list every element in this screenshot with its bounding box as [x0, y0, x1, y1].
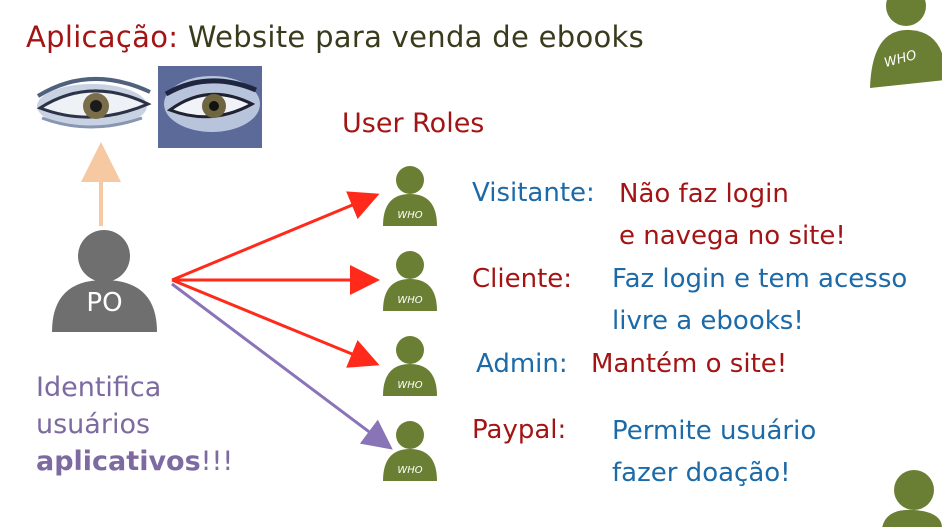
role-desc-admin-1: Mantém o site! — [591, 349, 788, 379]
arrow-to-admin — [171, 278, 380, 368]
po-person-icon: PO — [52, 230, 157, 332]
role-label-admin: Admin: — [476, 349, 568, 379]
eyes-image — [30, 66, 262, 148]
who-person-icon: WHO — [383, 251, 437, 311]
role-desc-visitante-2: e navega no site! — [619, 221, 846, 251]
role-desc-cliente-1: Faz login e tem acesso — [612, 264, 908, 294]
arrow-to-visitante — [171, 191, 380, 282]
who-person-icon: WHO — [383, 336, 437, 396]
corner-person-icon — [880, 468, 942, 528]
who-label: WHO — [397, 380, 423, 391]
who-label: WHO — [397, 210, 423, 221]
corner-who-person-icon: WHO — [866, 0, 942, 90]
role-label-visitante: Visitante: — [472, 178, 595, 208]
slide-title: Aplicação: Website para venda de ebooks — [26, 20, 644, 54]
arrow-to-paypal — [171, 282, 393, 450]
title-label: Aplicação: — [26, 20, 179, 54]
role-desc-paypal-2: fazer doação! — [612, 458, 791, 488]
identifica-line2: usuários — [36, 409, 151, 440]
role-desc-paypal-1: Permite usuário — [612, 416, 817, 446]
role-label-cliente: Cliente: — [472, 264, 573, 294]
who-label: WHO — [397, 465, 423, 476]
role-desc-cliente-2: livre a ebooks! — [612, 306, 804, 336]
identifica-line3: aplicativos!!! — [36, 443, 233, 480]
identifica-text: Identifica usuários aplicativos!!! — [36, 369, 233, 480]
roles-heading: User Roles — [342, 108, 485, 139]
identifica-suffix: !!! — [200, 446, 234, 477]
who-label: WHO — [397, 295, 423, 306]
identifica-bold: aplicativos — [36, 446, 201, 477]
role-desc-visitante-1: Não faz login — [619, 179, 789, 209]
identifica-line1: Identifica — [36, 372, 162, 403]
title-text: Website para venda de ebooks — [187, 20, 645, 54]
po-label: PO — [86, 288, 123, 318]
who-person-icon: WHO — [383, 166, 437, 226]
role-label-paypal: Paypal: — [472, 415, 567, 445]
who-person-icon: WHO — [383, 421, 437, 481]
